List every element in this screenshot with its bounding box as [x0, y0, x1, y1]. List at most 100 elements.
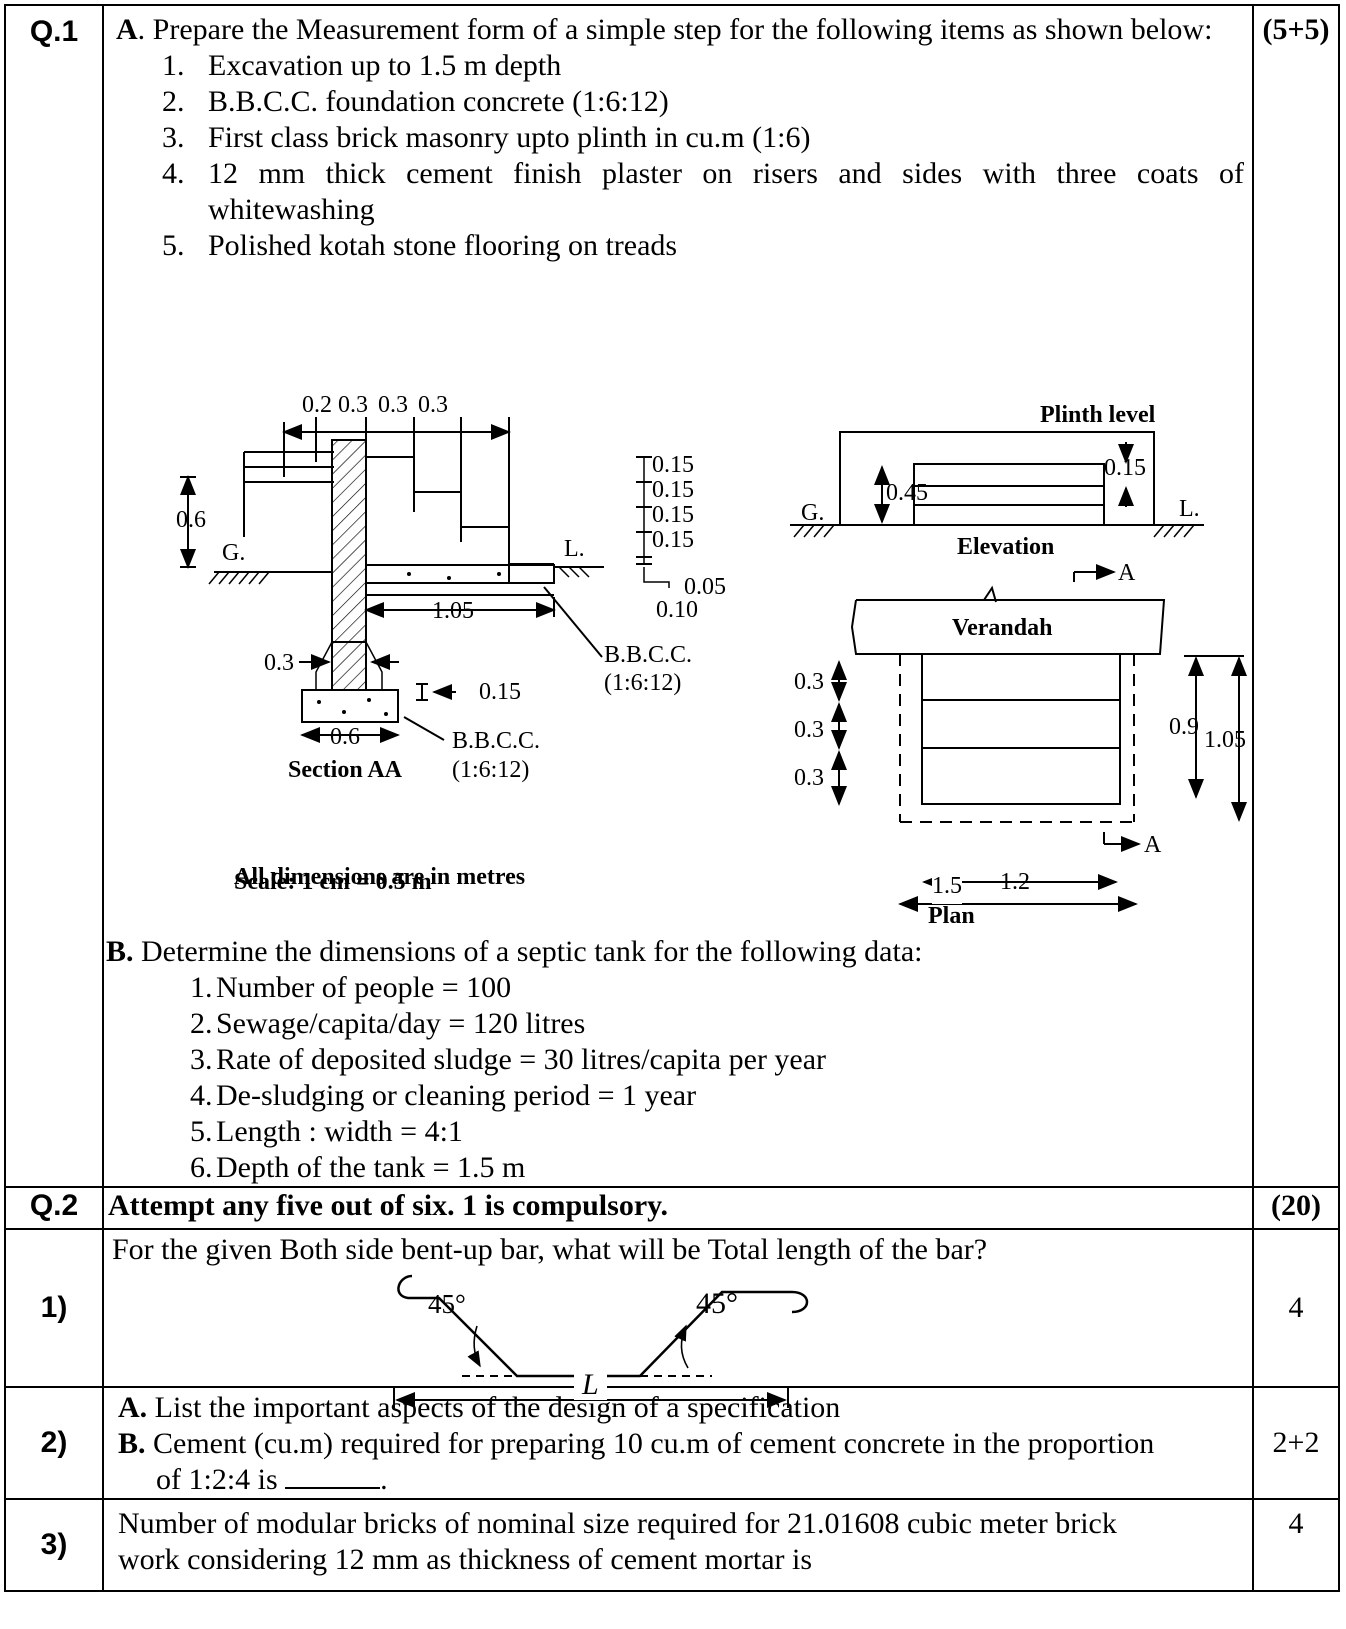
dim-03-offset: 0.3	[264, 650, 294, 676]
level-label-right: L.	[1179, 496, 1200, 522]
list-item-number: 3.	[162, 121, 185, 154]
q1-b-text: Determine the dimensions of a septic tan…	[133, 935, 923, 968]
list-item: 4. De-sludging or cleaning period = 1 ye…	[190, 1078, 1244, 1114]
elevation-045: 0.45	[886, 480, 928, 506]
part-3-text-2: work considering 12 mm as thickness of c…	[118, 1543, 813, 1576]
plan-tread-3: 0.3	[794, 765, 824, 791]
q1-a-intro: A. Prepare the Measurement form of a sim…	[116, 12, 1244, 48]
answer-blank[interactable]	[285, 1463, 381, 1489]
length-label: L	[574, 1370, 607, 1400]
plan-labels: A Verandah 0.3 0.3 0.3 0.9 1.05 A 1.2	[794, 560, 1246, 895]
part-1-marks: 4	[1252, 1228, 1340, 1388]
part-3-text-1: Number of modular bricks of nominal size…	[118, 1507, 1117, 1540]
list-item-number: 2.	[162, 85, 185, 118]
list-item: 3. First class brick masonry upto plinth …	[162, 120, 1244, 156]
section-marker-bottom: A	[1144, 832, 1162, 858]
q1-marks: (5+5)	[1252, 4, 1340, 1188]
part-2-b-text-2: of 1:2:4 is	[156, 1463, 278, 1496]
list-item-number: 1.	[162, 49, 185, 82]
elevation-015: 0.15	[1104, 455, 1146, 481]
ground-label-right: G.	[801, 500, 824, 526]
level-label-left: L.	[564, 536, 585, 562]
plan-09: 0.9	[1169, 714, 1199, 740]
part-3-number: 3)	[4, 1498, 104, 1592]
step-drawing: 0.20.30.30.3 0.6 G. L. 0.15 0.15 0.15 0.…	[176, 392, 1247, 912]
dim-005: 0.05	[684, 574, 726, 600]
list-item: 1. Number of people = 100	[190, 970, 1244, 1006]
riser-dim-2: 0.15	[652, 477, 694, 503]
riser-dim-3: 0.15	[652, 502, 694, 528]
list-item-text: De-sludging or cleaning period = 1 year	[216, 1079, 697, 1112]
part-1-content: For the given Both side bent-up bar, wha…	[102, 1228, 1254, 1408]
question-table: Q.1 A. Prepare the Measurement form of a…	[4, 4, 1340, 1592]
q1-row: Q.1 A. Prepare the Measurement form of a…	[4, 4, 1340, 1188]
part-2-b-end: .	[380, 1463, 388, 1496]
list-item-text: First class brick masonry upto plinth in…	[208, 121, 811, 154]
dim-06-bottom: 0.6	[330, 724, 360, 750]
q2-marks: (20)	[1252, 1186, 1340, 1230]
part-3-content: Number of modular bricks of nominal size…	[102, 1498, 1254, 1592]
q2-part-2-row: 2) A. List the important aspects of the …	[4, 1386, 1340, 1500]
riser-dim-1: 0.15	[652, 452, 694, 478]
list-item-number: 4.	[162, 157, 185, 190]
part-1-number: 1)	[4, 1228, 104, 1388]
left-height-label: 0.6	[176, 507, 206, 533]
list-item: 5. Length : width = 4:1	[190, 1114, 1244, 1150]
bbcc-mix-2: (1:6:12)	[452, 757, 529, 783]
list-item-number: 1.	[190, 971, 213, 1004]
list-item: 2. Sewage/capita/day = 120 litres	[190, 1006, 1244, 1042]
list-item: 5.Polished kotah stone flooring on tread…	[162, 228, 1244, 264]
elevation-drawing	[790, 431, 1204, 538]
part-2-b-continued: of 1:2:4 is .	[118, 1462, 1242, 1498]
part-2-content: A. List the important aspects of the des…	[102, 1386, 1254, 1500]
section-aa-drawing	[180, 417, 670, 743]
q2-row: Q.2 Attempt any five out of six. 1 is co…	[4, 1186, 1340, 1230]
plan-105: 1.05	[1204, 727, 1246, 753]
list-item: 2.B.B.C.C. foundation concrete (1:6:12)	[162, 84, 1244, 120]
part-2-b: B. Cement (cu.m) required for preparing …	[118, 1426, 1242, 1462]
list-item-number: 6.	[190, 1151, 213, 1184]
list-item-text: Sewage/capita/day = 120 litres	[216, 1007, 586, 1040]
q1-b-intro: B. Determine the dimensions of a septic …	[106, 934, 1244, 970]
plan-tread-1: 0.3	[794, 669, 824, 695]
list-item-text: Rate of deposited sludge = 30 litres/cap…	[216, 1043, 827, 1076]
dim-010: 0.10	[656, 597, 698, 623]
list-item-number: 3.	[190, 1043, 213, 1076]
list-item: 3. Rate of deposited sludge = 30 litres/…	[190, 1042, 1244, 1078]
plan-15: 1.5	[932, 868, 962, 904]
part-2-b-text: Cement (cu.m) required for preparing 10 …	[145, 1427, 1155, 1460]
plan-12: 1.2	[1000, 869, 1030, 895]
list-item-number: 2.	[190, 1007, 213, 1040]
plan-title: Plan	[928, 903, 975, 929]
bbcc-mix-1: (1:6:12)	[604, 670, 681, 696]
part-2-marks: 2+2	[1252, 1386, 1340, 1500]
section-aa-title: Section AA	[288, 757, 403, 783]
q2-number: Q.2	[4, 1186, 104, 1230]
dim-105: 1.05	[432, 598, 474, 624]
list-item-number: 5.	[190, 1115, 213, 1148]
dimensions-note: All dimensions are in metres	[234, 864, 525, 890]
riser-dim-4: 0.15	[652, 527, 694, 553]
section-marker-top: A	[1118, 560, 1136, 586]
q1-a-label: A	[116, 13, 138, 46]
list-item-text: Depth of the tank = 1.5 m	[216, 1151, 526, 1184]
angle-right-label: 45°	[696, 1287, 738, 1320]
ground-label-left: G.	[222, 540, 245, 566]
list-item-text: Polished kotah stone flooring on treads	[208, 229, 678, 262]
part-2-a: A. List the important aspects of the des…	[118, 1390, 1242, 1426]
q1-content: A. Prepare the Measurement form of a sim…	[102, 4, 1254, 1188]
list-item: 1. Excavation up to 1.5 m depth	[162, 48, 1244, 84]
list-item-text: 12 mm thick cement finish plaster on ris…	[208, 157, 1244, 226]
plan-tread-2: 0.3	[794, 717, 824, 743]
list-item-text: Excavation up to 1.5 m depth	[208, 49, 562, 82]
angle-left-label: 45°	[428, 1289, 466, 1319]
bent-bar-figure	[393, 1274, 809, 1408]
verandah-label: Verandah	[952, 615, 1052, 641]
part-2-a-text: List the important aspects of the design…	[147, 1391, 841, 1424]
q1-number: Q.1	[4, 4, 104, 1188]
bbcc-label-1: B.B.C.C.	[604, 642, 692, 668]
